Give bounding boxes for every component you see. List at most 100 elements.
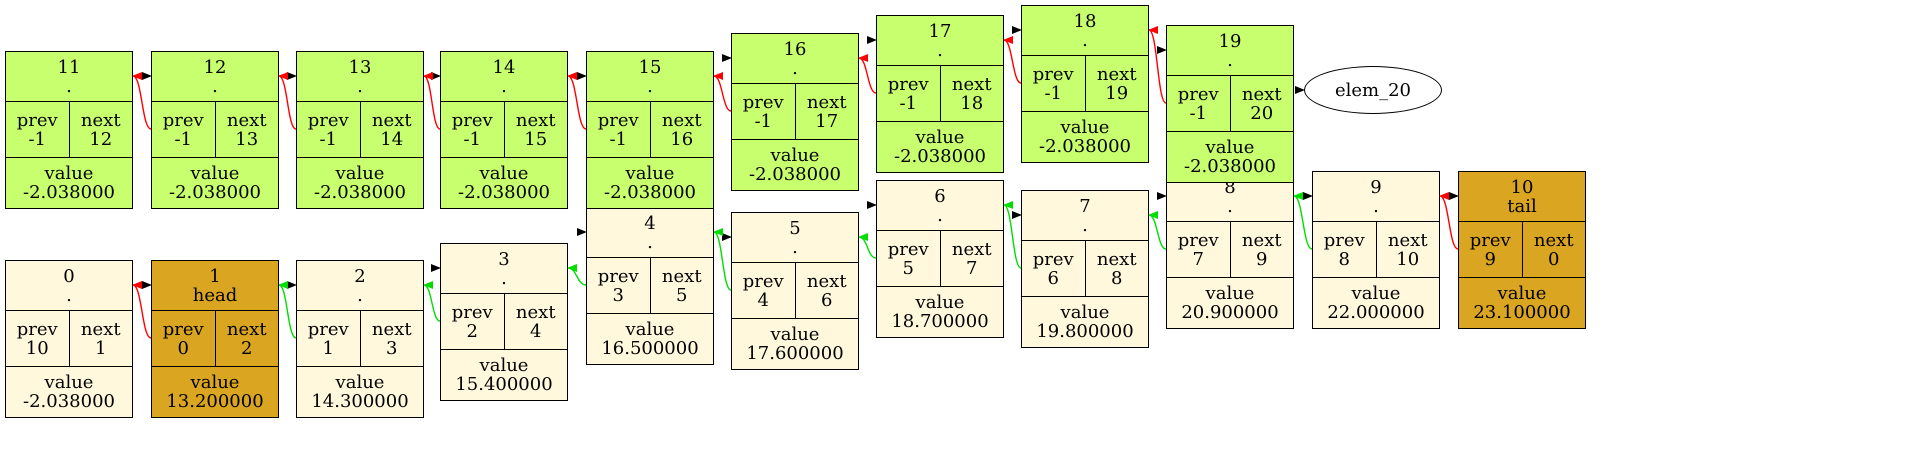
node-id: 18: [1073, 10, 1097, 32]
node-id: 1: [209, 265, 221, 287]
node-value: 17.600000: [746, 343, 844, 364]
prev-pointer-arrow: [132, 281, 152, 339]
prev-value: -1: [174, 128, 193, 150]
node-value-cell: value-2.038000: [1167, 132, 1293, 182]
node-value: 16.500000: [601, 338, 699, 359]
node-value-cell: value-2.038000: [6, 367, 132, 417]
next-value: 3: [386, 337, 398, 359]
node-id: 5: [789, 217, 801, 239]
node-header: 16.: [732, 34, 858, 84]
next-label: next: [80, 318, 121, 340]
prev-label: prev: [597, 109, 639, 131]
next-value: 9: [1256, 248, 1268, 270]
prev-value: 5: [902, 257, 914, 279]
value-label: value: [479, 355, 529, 376]
node-header: 18.: [1022, 6, 1148, 56]
next-value: 10: [1396, 248, 1420, 270]
prev-label: prev: [1032, 63, 1074, 85]
prev-pointer-arrow: [713, 228, 732, 291]
prev-label: prev: [742, 91, 784, 113]
node-value-cell: value-2.038000: [297, 158, 423, 208]
value-label: value: [190, 372, 240, 393]
node-id: 14: [492, 56, 516, 78]
prev-pointer-arrow: [567, 72, 587, 130]
next-label: next: [661, 109, 702, 131]
next-value: 6: [821, 289, 833, 311]
value-label: value: [1060, 302, 1110, 323]
prev-pointer-arrow: [1148, 26, 1167, 104]
node-value: -2.038000: [604, 182, 696, 203]
prev-value: -1: [754, 110, 773, 132]
node-tag: tail: [1507, 195, 1537, 217]
prev-value: -1: [463, 128, 482, 150]
prev-cell: prev-1: [152, 102, 216, 157]
prev-label: prev: [451, 109, 493, 131]
prev-cell: prev-1: [1022, 56, 1086, 111]
prev-label: prev: [16, 318, 58, 340]
value-label: value: [479, 163, 529, 184]
node-tag: head: [192, 284, 238, 306]
prev-label: prev: [887, 73, 929, 95]
node-id: 0: [63, 265, 75, 287]
prev-pointer-arrow: [567, 264, 587, 286]
next-value: 12: [89, 128, 113, 150]
node-tag: .: [66, 284, 72, 306]
node-tag: .: [501, 75, 507, 97]
node-id: 17: [928, 20, 952, 42]
next-value: 1: [95, 337, 107, 359]
prev-value: 7: [1192, 248, 1204, 270]
value-label: value: [1060, 117, 1110, 138]
node-header: 5.: [732, 213, 858, 263]
prev-label: prev: [887, 238, 929, 260]
node-tag: .: [792, 236, 798, 258]
node-header: 2.: [297, 261, 423, 311]
value-label: value: [770, 324, 820, 345]
prev-value: 8: [1338, 248, 1350, 270]
next-value: 14: [380, 128, 404, 150]
next-pointer-arrow: [1294, 86, 1305, 95]
node-header: 13.: [297, 52, 423, 102]
prev-value: 6: [1047, 267, 1059, 289]
node-id: 10: [1510, 176, 1534, 198]
prev-cell: prev-1: [877, 66, 941, 121]
next-value: 16: [670, 128, 694, 150]
node-tag: .: [647, 231, 653, 253]
prev-label: prev: [742, 270, 784, 292]
next-value: 15: [524, 128, 548, 150]
